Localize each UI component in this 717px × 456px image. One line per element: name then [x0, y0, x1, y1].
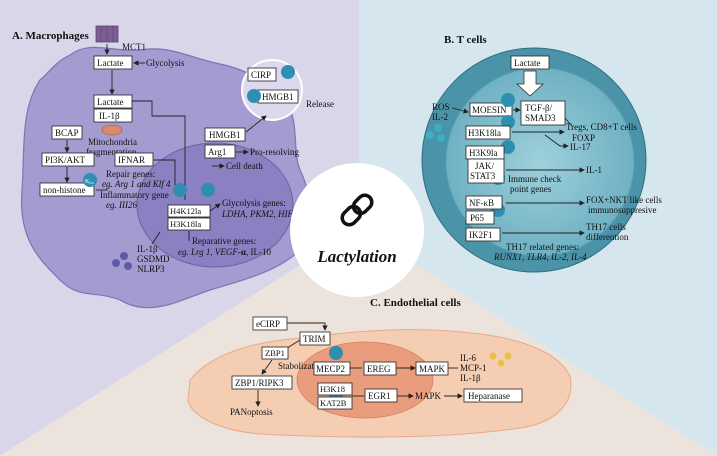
h3k18la-label: H3K18la	[170, 219, 201, 229]
h3k18-label: H3K18	[320, 384, 345, 394]
repair-genes-1: Repair genes:	[106, 169, 155, 179]
svg-text:KLa: KLa	[85, 179, 94, 185]
mcp1-label: MCP-1	[460, 363, 487, 373]
zbp1-label: ZBP1	[265, 348, 285, 358]
cirp-label: CIRP	[251, 70, 271, 80]
ros-label: ROS	[432, 102, 450, 112]
il17-tcell-label: IL-17	[570, 142, 591, 152]
kla-marker-icon	[247, 65, 295, 103]
cell-death-label: Cell death	[226, 161, 263, 171]
il2-label: IL-2	[432, 112, 448, 122]
ik2f1-label: IK2F1	[469, 230, 493, 240]
heparanase-label: Heparanase	[468, 391, 510, 401]
il1b-label: IL-1β	[99, 111, 120, 121]
reparative-genes-2: eg. Lrg 1, VEGF-α, IL-10	[178, 247, 271, 257]
th17-genes-label-2: RUNX1, TLR4, IL-2, IL-4	[493, 252, 587, 262]
cytokine-particles-icon	[489, 352, 512, 367]
panel-c-title: C. Endothelial cells	[370, 297, 461, 309]
tgfb-label-1: TGF-β/	[525, 103, 553, 113]
kla-marker-icon: KLa	[83, 173, 97, 187]
receptor-particles-icon	[426, 124, 445, 142]
lactate-top: Lactate	[97, 58, 123, 68]
mapk-label-1: MAPK	[419, 364, 446, 374]
h3k18la-tcell-label: H3K18la	[468, 128, 501, 138]
mct1-label: MCT1	[122, 42, 146, 52]
glyco-genes-2: LDHA, PKM2, HIF-α	[221, 209, 301, 219]
hmgb1-label: HMGB1	[209, 130, 241, 140]
pro-resolving-label: Pro-resolving	[250, 147, 299, 157]
checkpoint-label-1: Immune check	[508, 174, 562, 184]
panel-b-title: B. T cells	[444, 34, 487, 46]
il1-tcell-label: IL-1	[586, 165, 602, 175]
p65-label: P65	[470, 213, 485, 223]
panoptosis-label: PANoptosis	[230, 407, 273, 417]
hmgb1-vesicle-label: HMGB1	[262, 92, 294, 102]
fox-nkt-label-1: FOX+NKT like cells	[586, 195, 662, 205]
mito-label-2: fragmentation	[86, 147, 137, 157]
chain-link-icon	[340, 193, 374, 227]
th17-diff-label-2: differention	[586, 232, 629, 242]
non-histone-label: non-histone	[43, 185, 86, 195]
tregs-label: Tregs, CD8+T cells	[566, 122, 637, 132]
mecp2-label: MECP2	[316, 364, 345, 374]
mitochondria-icon	[101, 124, 123, 136]
inflam-gene-1: Inflammatory gene	[100, 190, 169, 200]
jak-label-2: STAT3	[470, 171, 496, 181]
endothelial-nucleus	[296, 341, 434, 419]
trim-label: TRIM	[303, 334, 326, 344]
il6-label: IL-6	[460, 353, 476, 363]
glycolysis-label: Glycolysis	[146, 58, 185, 68]
lactate-entry-arrow	[516, 70, 544, 97]
kla-marker-icon	[173, 183, 215, 197]
gsdmd-label: GSDMD	[137, 254, 170, 264]
release-label: Release	[306, 99, 334, 109]
center-circle	[290, 163, 424, 297]
pi3k-akt-label: PI3K/AKT	[45, 155, 86, 165]
kat2b-label: KAT2B	[320, 398, 347, 408]
ifnar-label: IFNAR	[118, 155, 145, 165]
th17-genes-label-1: TH17 related genes:	[506, 242, 579, 252]
arg1-label: Arg1	[208, 147, 226, 157]
center-label: Lactylation	[316, 247, 396, 266]
zbp1-ripk3-label: ZBP1/RIPK3	[235, 378, 284, 388]
h3k9la-label: H3K9la	[469, 148, 498, 158]
moesin-label: MOESIN	[472, 105, 507, 115]
th17-diff-label-1: TH17 cells	[586, 222, 626, 232]
repair-genes-2: eg. Arg 1 and Klf 4	[102, 179, 171, 189]
reparative-genes-1: Reparative genes:	[192, 236, 256, 246]
panel-a-title: A. Macrophages	[12, 30, 90, 42]
glyco-genes-1: Glycolysis genes:	[222, 198, 286, 208]
mapk-label-2: MAPK	[415, 391, 442, 401]
mito-label-1: Mitochondria	[88, 137, 137, 147]
bcap-label: BCAP	[55, 128, 79, 138]
lactate-mid: Lactate	[97, 97, 123, 107]
checkpoint-label-2: point genes	[510, 184, 552, 194]
inflam-gene-2: eg. III26	[106, 200, 137, 210]
nlrp3-label: NLRP3	[137, 264, 165, 274]
stabolization-label: Stabolization	[278, 361, 326, 371]
nfkb-label: NF-κB	[469, 198, 494, 208]
il1b-endo-label: IL-1β	[460, 373, 481, 383]
tcell-lactate-label: Lactate	[514, 58, 540, 68]
egr1-label: EGR1	[368, 391, 391, 401]
ecirp-label: eCIRP	[256, 319, 280, 329]
il1b-bottom: IL-1β	[137, 244, 158, 254]
tgfb-label-2: SMAD3	[525, 113, 556, 123]
fox-nkt-label-2: immunosuppresive	[588, 205, 657, 215]
h4k12la-label: H4K12la	[170, 206, 201, 216]
jak-label-1: JAK/	[475, 161, 495, 171]
foxp-label: FOXP	[572, 133, 595, 143]
particles-icon	[112, 252, 132, 270]
ereg-label: EREG	[367, 364, 391, 374]
